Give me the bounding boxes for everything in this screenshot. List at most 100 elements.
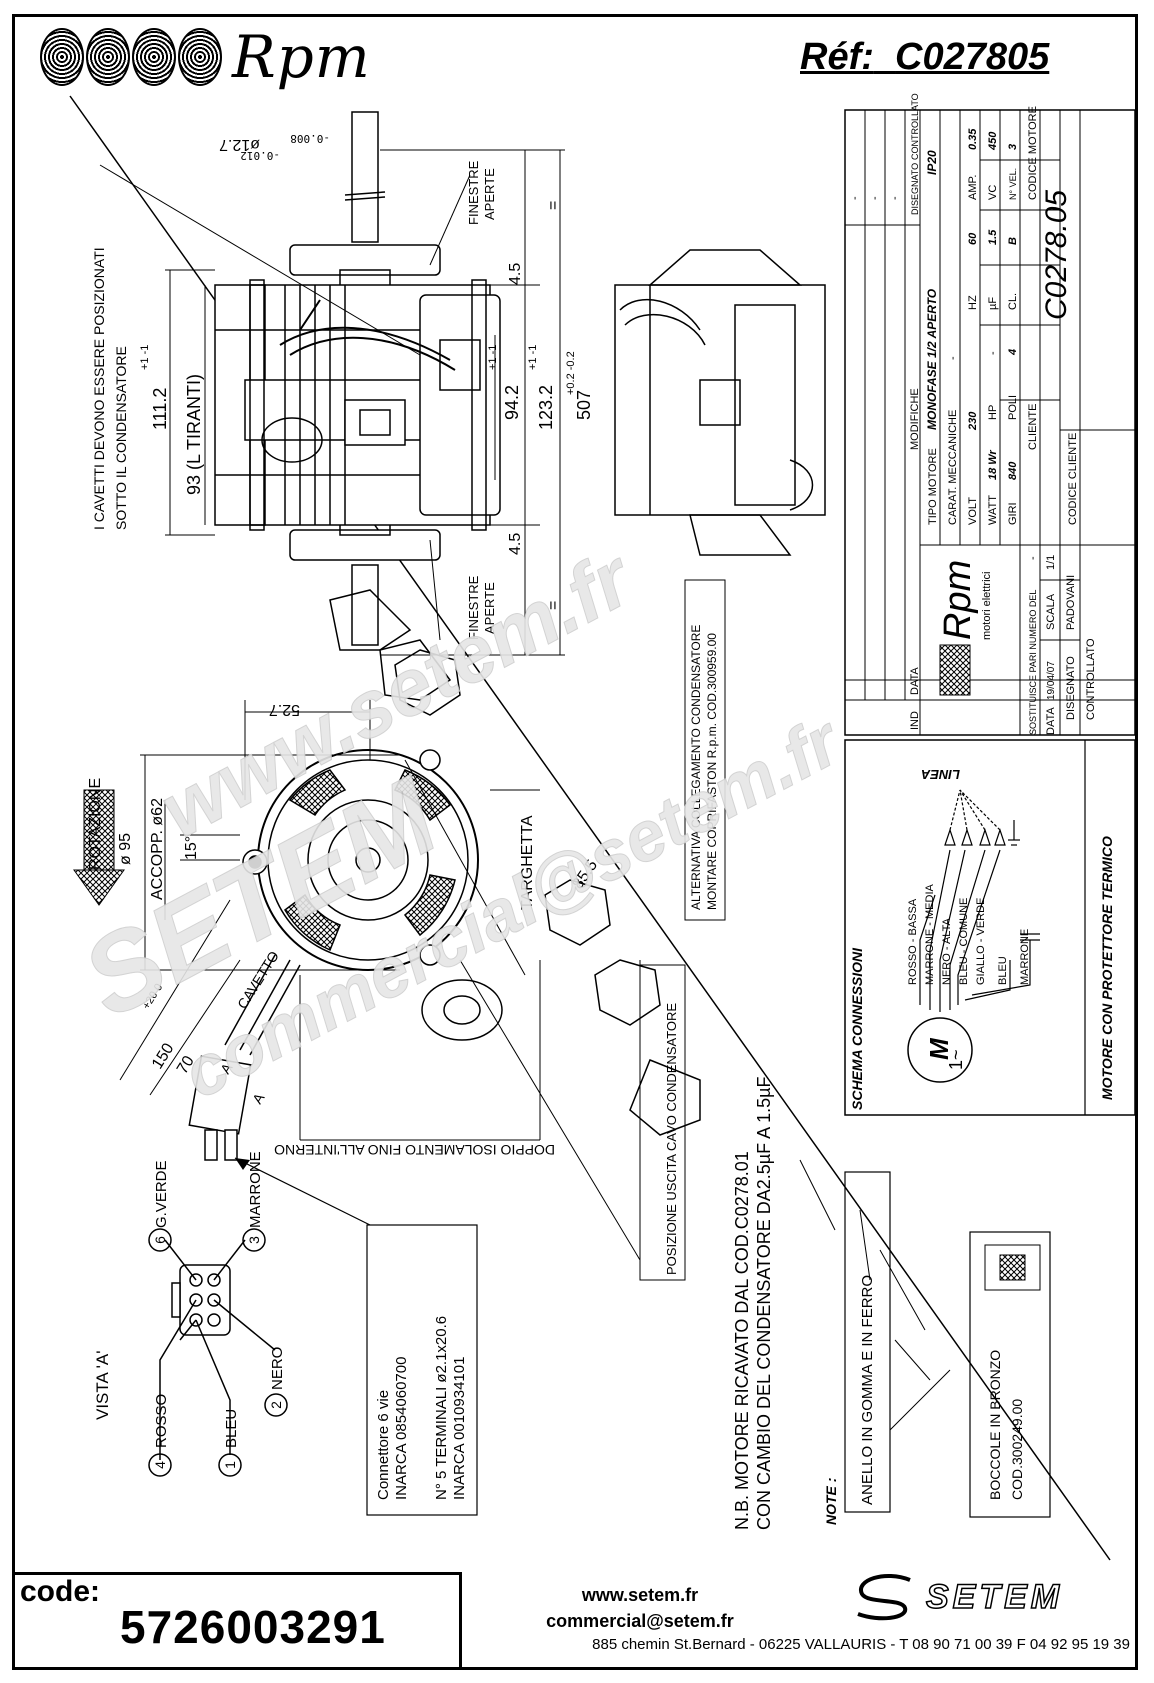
tipo-motore-value: MONOFASE 1/2 APERTO	[925, 288, 939, 430]
vc-label: VC	[987, 185, 999, 200]
nameplate-label: TARGHETTA	[519, 815, 536, 910]
ref-label: Réf:	[800, 36, 874, 78]
coupling-diameter-62: ACCOPP. ø62	[149, 798, 166, 900]
watt-label: WATT	[987, 495, 999, 525]
email-link[interactable]: commercial@setem.fr	[546, 1611, 734, 1631]
note-cables-line-2: SOTTO IL CONDENSATORE	[113, 346, 129, 530]
carat-meccaniche-label: CARAT. MECCANICHE	[947, 410, 959, 525]
title-block-rpm-logo: Rpm motori elettrici	[937, 560, 993, 696]
connector-type: Connettore 6 vie	[375, 1390, 392, 1500]
hp-value: -	[987, 351, 999, 355]
note-cables-line-1: I CAVETTI DEVONO ESSERE POSIZIONATI	[91, 247, 107, 530]
dim-shaft-tol-upper: -0.008	[290, 132, 330, 145]
disegnato-value: PADOVANI	[1065, 575, 1077, 630]
watt-value: 18 Wr	[987, 450, 999, 480]
wire-giallo-verde: GIALLO - VERDE	[975, 898, 987, 985]
uf-label: µF	[987, 297, 999, 310]
volt-value: 230	[967, 411, 979, 431]
connection-schema	[844, 739, 1136, 1116]
wire-marrone-media: MARRONE - MEDIA	[924, 884, 936, 986]
title-block-brand: Rpm	[937, 560, 979, 640]
code-value: 5726003291	[120, 1601, 386, 1653]
setem-swirl-icon	[857, 1574, 911, 1621]
dim-93-tie-rods: 93 (L TIRANTI)	[184, 374, 204, 495]
pin-2-number: 2	[268, 1401, 284, 1409]
terminals-part-number: INARCA 0010934101	[451, 1357, 468, 1500]
dim-diameter-95: ø 95	[117, 833, 134, 865]
col-controllato: CONTROLLATO	[910, 93, 920, 160]
rubber-iron-ring-note: ANELLO IN GOMMA E IN FERRO	[859, 1275, 876, 1505]
sostituisce-label: SOSTITUISCE PARI NUMERO DEL	[1028, 590, 1038, 735]
dash-1: -	[849, 196, 861, 200]
codice-motore-value: C0278.05	[1040, 190, 1073, 320]
cl-value: B	[1007, 237, 1019, 245]
pin-6-label: G.VERDE	[153, 1160, 170, 1228]
setem-logo-text: SETEM	[925, 1577, 1064, 1617]
dim-94-2-tol: +1 -1	[487, 345, 499, 370]
dim-4-5-top: 4.5	[507, 263, 524, 285]
dim-123-2-tol: +1 -1	[527, 345, 539, 370]
section-a-label-2: A	[249, 1090, 268, 1107]
view-a-label: VISTA 'A'	[93, 1351, 112, 1420]
wire-bleu: BLEU	[997, 956, 1009, 985]
codice-motore-label: CODICE MOTORE	[1027, 106, 1039, 200]
connection-schema-title: SCHEMA CONNESSIONI	[849, 947, 865, 1110]
motor-side-view-alt	[614, 249, 826, 556]
dim-shaft-tol-lower: -0.012	[240, 149, 280, 162]
bronze-bushing-note: BOCCOLE IN BRONZO	[987, 1350, 1003, 1500]
dim-507: 507	[574, 390, 594, 420]
data-value: 19/04/07	[1046, 661, 1057, 700]
pin-3-label: MARRONE	[247, 1151, 264, 1228]
nb-note-line-2: CON CAMBIO DEL CONDENSATORE DA2.5µF A 1.…	[754, 1076, 774, 1530]
footer-address: 885 chemin St.Bernard - 06225 VALLAURIS …	[592, 1636, 1130, 1653]
rpm-logo: Rpm	[40, 22, 371, 92]
dim-4-5-bottom: 4.5	[507, 533, 524, 555]
connection-schema-text: SCHEMA CONNESSIONI LINEA ROSSO - BASSA M…	[849, 767, 1115, 1110]
front-view-dimensions	[119, 700, 641, 1261]
equal-bottom: =	[545, 601, 562, 610]
title-block-brand-sub: motori elettrici	[981, 572, 993, 640]
website-link[interactable]: www.setem.fr	[581, 1585, 699, 1605]
aperte-bottom: APERTE	[482, 582, 497, 634]
col-ind: IND	[909, 711, 921, 730]
cliente-label: CLIENTE	[1027, 404, 1039, 450]
pin-4-number: 4	[152, 1461, 168, 1469]
volt-label: VOLT	[967, 497, 979, 525]
ip-rating: IP20	[925, 150, 939, 175]
poli-value: 4	[1007, 349, 1019, 356]
equal-top: =	[545, 201, 562, 210]
cl-label: CL.	[1007, 293, 1019, 310]
nvel-label: N° VEL.	[1008, 168, 1018, 200]
front-view-labels: 52.7 ROTAZIONE ø 95 ACCOPP. ø62 15° TARG…	[87, 701, 686, 1281]
general-notes: N.B. MOTORE RICAVATO DAL COD.C0278.01 CO…	[732, 1076, 1051, 1530]
dim-70: 70	[174, 1053, 198, 1077]
carat-value: -	[947, 356, 959, 360]
connector-pinout-view	[148, 1228, 288, 1477]
vc-value: 450	[987, 131, 999, 151]
motor-symbol-m: M	[924, 1037, 954, 1060]
pin-1-number: 1	[222, 1461, 238, 1469]
aperte-top: APERTE	[482, 168, 497, 220]
giri-value: 840	[1007, 461, 1019, 480]
dash-2: -	[869, 196, 881, 200]
terminals-spec: N° 5 TERMINALI ø2.1x20.6	[433, 1316, 450, 1500]
angle-15-deg: 15°	[183, 836, 200, 860]
capacitor-cable-position-note: POSIZIONE USCITA CAVO CONDENSATORE	[664, 1003, 679, 1275]
finestre-bottom: FINESTRE	[466, 575, 481, 640]
pin-2-label: NERO	[269, 1347, 286, 1390]
connector-spec-box: Connettore 6 vie INARCA 0854060700 N° 5 …	[234, 1157, 478, 1516]
codice-cliente-label: CODICE CLIENTE	[1067, 433, 1079, 525]
scala-value: 1/1	[1045, 555, 1057, 570]
dim-shaft-diameter: ø12.7	[219, 136, 260, 153]
dim-52-7: 52.7	[269, 701, 300, 718]
pinout-labels: VISTA 'A' 6 G.VERDE 3 MARRONE 2 NERO 1 B…	[93, 1151, 286, 1469]
coil-logo-icon	[40, 28, 222, 86]
line-label: LINEA	[921, 767, 960, 782]
pin-4-label: ROSSO	[153, 1394, 170, 1448]
sostituisce-value: -	[1027, 556, 1039, 560]
brand-name: Rpm	[232, 23, 371, 91]
poli-label: POLI	[1007, 395, 1019, 420]
double-insulation-note: DOPPIO ISOLAMENTO FINO ALL'INTERNO	[274, 1142, 555, 1158]
finestre-top: FINESTRE	[466, 160, 481, 225]
ref-value: C027805	[895, 36, 1050, 78]
